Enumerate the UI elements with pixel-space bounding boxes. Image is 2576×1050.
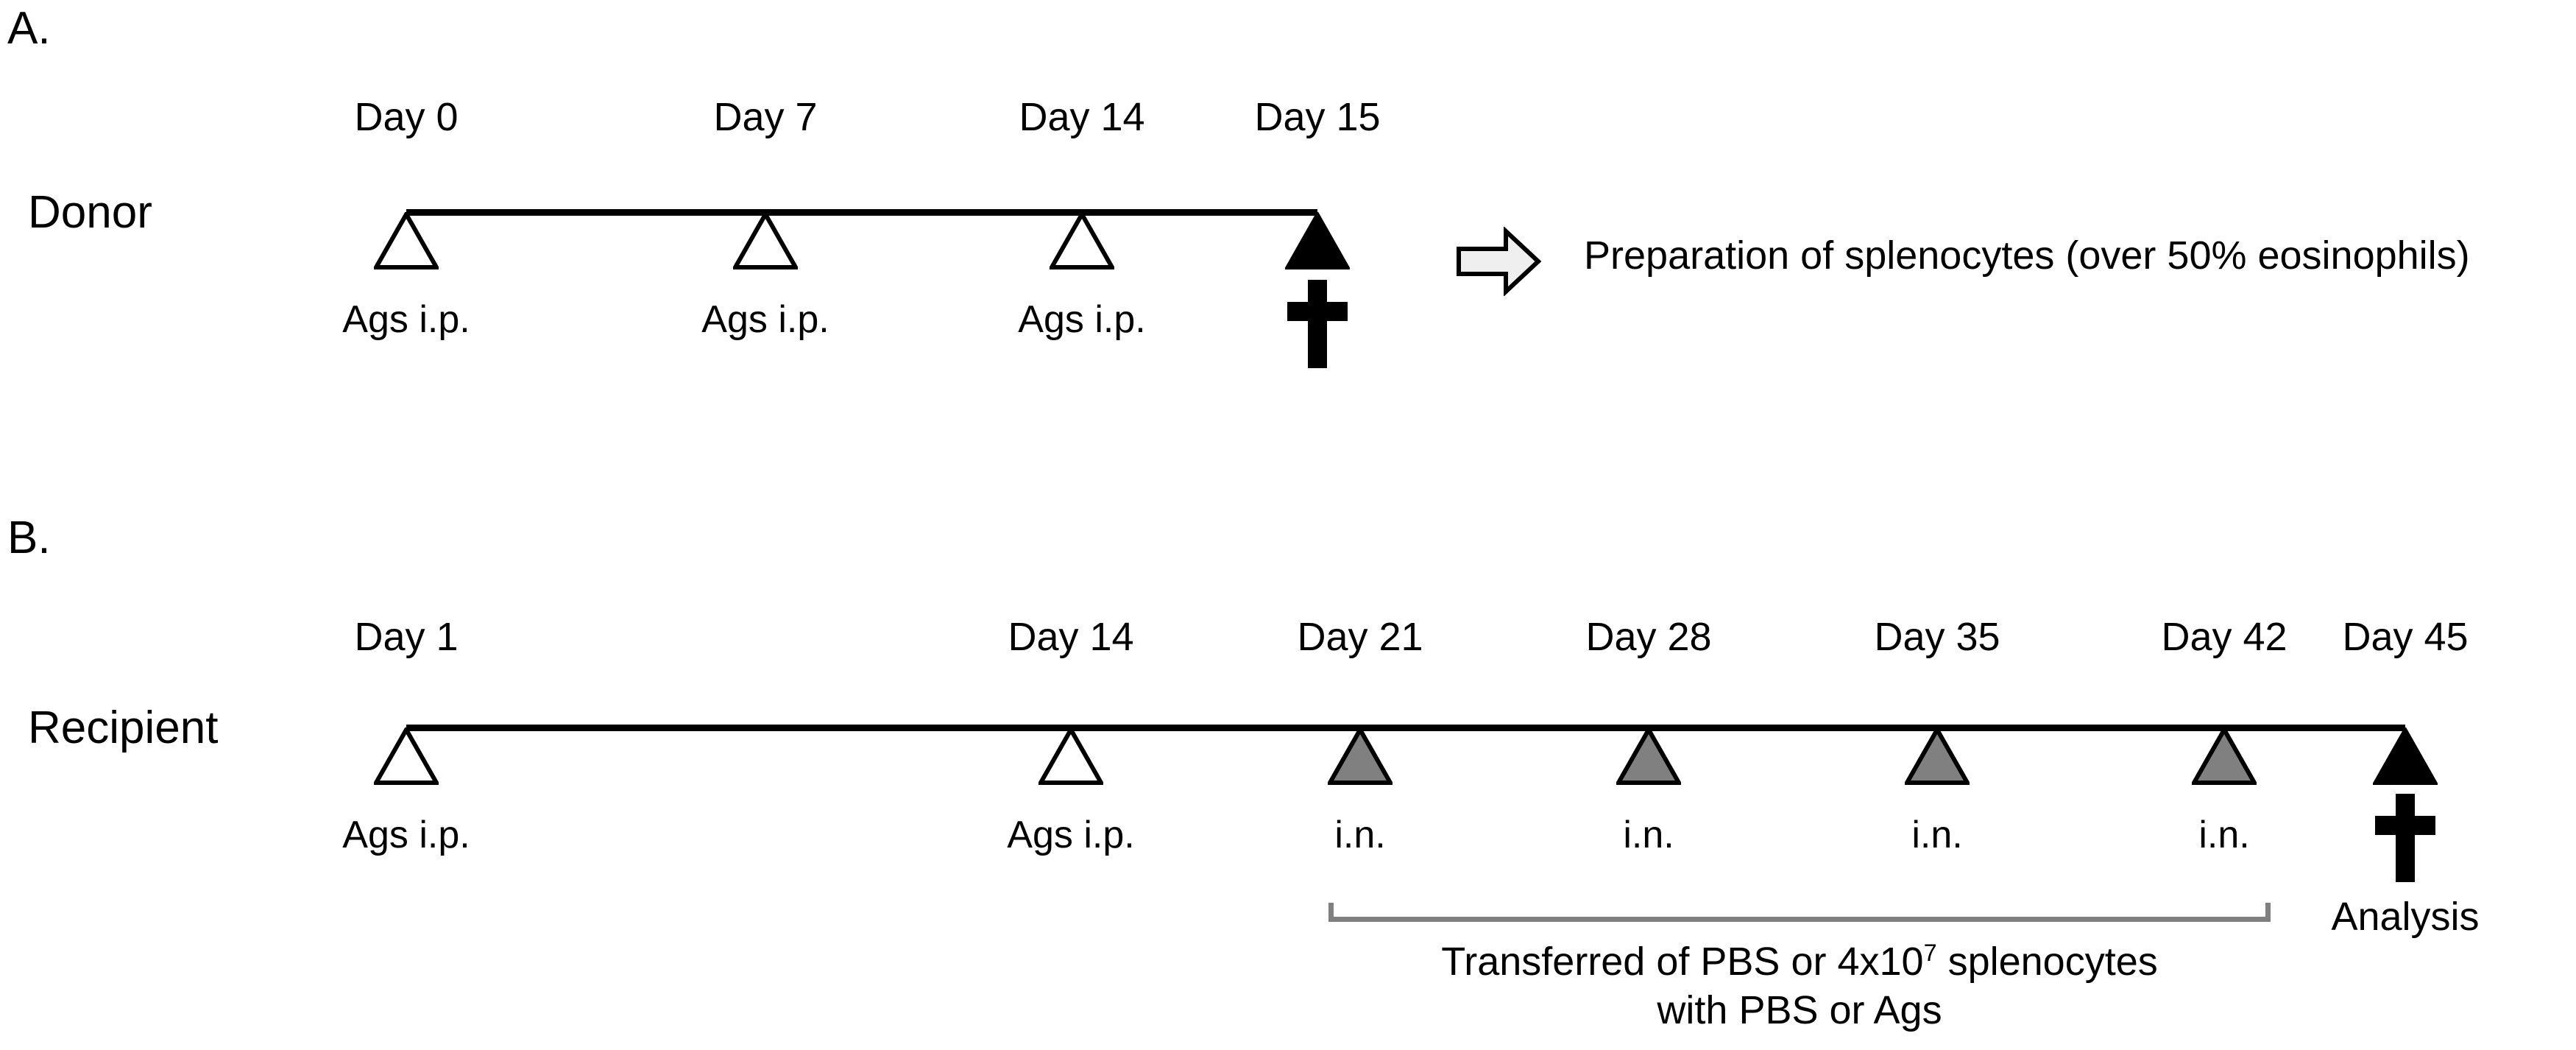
panel-a-timeline-axis bbox=[406, 209, 1317, 216]
panel-b-route-label-2: i.n. bbox=[1334, 814, 1386, 856]
block-arrow-right-icon bbox=[1457, 227, 1541, 296]
panel-b-transfer-caption: Transferred of PBS or 4x107 splenocytes … bbox=[1441, 938, 2158, 1035]
panel-a-marker-filled-day15 bbox=[1285, 212, 1350, 269]
panel-a-route-label-2: Ags i.p. bbox=[1018, 298, 1146, 341]
panel-b-analysis-label: Analysis bbox=[2331, 895, 2480, 939]
caption-line1-post: splenocytes bbox=[1936, 940, 2158, 984]
panel-b-row-label: Recipient bbox=[28, 702, 219, 753]
panel-a-day-label-1: Day 7 bbox=[713, 95, 818, 139]
panel-b-route-label-4: i.n. bbox=[1911, 814, 1963, 856]
panel-b-caption-line-1: Transferred of PBS or 4x107 splenocytes bbox=[1441, 938, 2158, 987]
panel-b-caption-line-2: with PBS or Ags bbox=[1441, 987, 2158, 1035]
panel-a-day-label-2: Day 14 bbox=[1019, 95, 1145, 139]
panel-b-route-label-5: i.n. bbox=[2198, 814, 2250, 856]
panel-b-day-label-5: Day 42 bbox=[2161, 615, 2287, 659]
panel-a-annotation-text: Preparation of splenocytes (over 50% eos… bbox=[1584, 233, 2470, 278]
panel-a-route-label-1: Ags i.p. bbox=[701, 298, 829, 341]
caption-line1-pre: Transferred of PBS or 4x10 bbox=[1441, 940, 1924, 984]
panel-a-day-label-0: Day 0 bbox=[354, 95, 459, 139]
panel-b-marker-gray-day28 bbox=[1616, 727, 1681, 785]
panel-a-letter: A. bbox=[7, 3, 51, 54]
panel-b-marker-gray-day35 bbox=[1905, 727, 1970, 785]
panel-b-sacrifice-dagger-icon bbox=[2374, 794, 2437, 882]
panel-a-day-label-3: Day 15 bbox=[1254, 95, 1381, 139]
panel-b-letter: B. bbox=[7, 512, 51, 563]
panel-b-marker-open-day1 bbox=[374, 727, 439, 785]
caption-line1-sup: 7 bbox=[1923, 940, 1937, 966]
panel-a-marker-open-day0 bbox=[374, 212, 439, 269]
panel-b-treatment-bracket bbox=[1328, 900, 2271, 922]
panel-b-route-label-1: Ags i.p. bbox=[1007, 814, 1135, 856]
panel-b-day-label-2: Day 21 bbox=[1297, 615, 1423, 659]
panel-b-day-label-0: Day 1 bbox=[354, 615, 459, 659]
panel-b-route-label-3: i.n. bbox=[1623, 814, 1674, 856]
panel-a-sacrifice-dagger-icon bbox=[1286, 280, 1349, 368]
panel-a-route-label-0: Ags i.p. bbox=[342, 298, 470, 341]
panel-b-day-label-4: Day 35 bbox=[1874, 615, 2000, 659]
panel-a-marker-open-day7 bbox=[733, 212, 798, 269]
panel-b-day-label-3: Day 28 bbox=[1585, 615, 1712, 659]
panel-a-row-label: Donor bbox=[28, 187, 152, 238]
panel-b-marker-gray-day42 bbox=[2192, 727, 2257, 785]
panel-b-marker-open-day14 bbox=[1038, 727, 1103, 785]
panel-b-day-label-6: Day 45 bbox=[2342, 615, 2469, 659]
panel-b-route-label-0: Ags i.p. bbox=[342, 814, 470, 856]
caption-line2-pre: with PBS or Ags bbox=[1657, 987, 1942, 1032]
panel-a-marker-open-day14 bbox=[1050, 212, 1114, 269]
panel-b-timeline-axis bbox=[406, 725, 2405, 731]
panel-b-marker-filled-day45 bbox=[2373, 727, 2438, 785]
panel-b-marker-gray-day21 bbox=[1328, 727, 1393, 785]
panel-b-day-label-1: Day 14 bbox=[1008, 615, 1134, 659]
